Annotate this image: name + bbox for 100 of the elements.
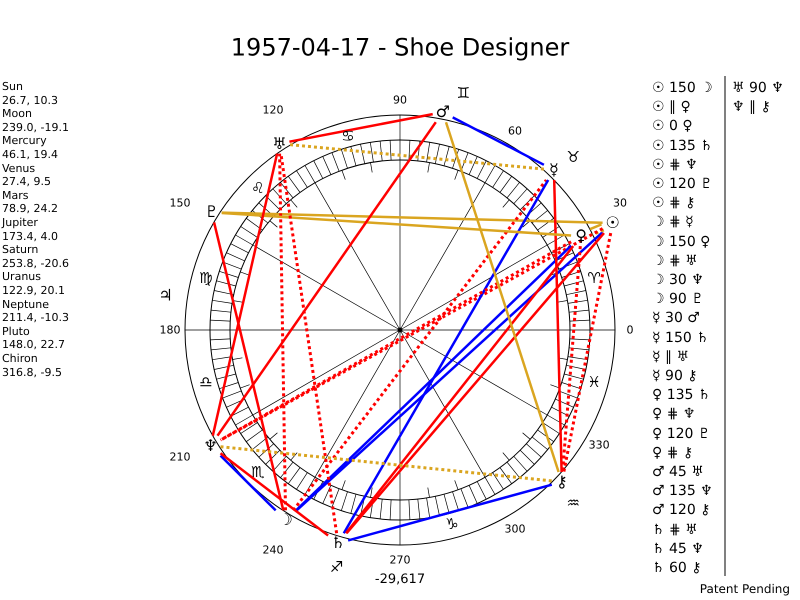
position-value: 239.0, -19.1 <box>2 120 69 134</box>
aspect-entry: ♄ 45 ♆ <box>652 540 704 558</box>
position-value: 26.7, 10.3 <box>2 94 58 107</box>
aspect-entry: ☽ ⋕ ☿ <box>652 214 694 232</box>
aspect-line <box>444 122 560 472</box>
aspect-entry: ☉ 120 ♇ <box>652 176 713 193</box>
aspect-line <box>278 154 287 510</box>
position-value: 46.1, 19.4 <box>2 148 58 161</box>
planet-symbol: ♇ <box>202 203 221 222</box>
chart-value: -29,617 <box>374 572 426 588</box>
footer-note: Patent Pending <box>700 582 790 596</box>
aspect-line <box>552 180 563 472</box>
planet-name: Sun <box>2 80 23 93</box>
aspect-entry: ♄ 60 ⚷ <box>652 560 702 577</box>
planet-name: Mars <box>2 188 28 202</box>
degree-label: 270 <box>390 554 410 566</box>
planet-name: Jupiter <box>2 216 38 229</box>
position-value: 27.4, 9.5 <box>2 175 51 188</box>
planet-symbol: ♆ <box>202 436 220 455</box>
planet-symbol: ☽ <box>276 511 295 530</box>
planet-symbol: ♅ <box>270 134 288 153</box>
planet-symbol: ☉ <box>604 214 622 232</box>
degree-label: 120 <box>262 104 284 117</box>
degree-label: 180 <box>160 324 180 336</box>
zodiac-sign: ♒ <box>566 494 580 512</box>
aspect-entry: ♂ 135 ♆ <box>652 483 713 500</box>
aspect-line <box>212 222 285 511</box>
position-value: 78.9, 24.2 <box>2 202 58 216</box>
aspect-entry: ♂ 45 ♅ <box>652 464 704 481</box>
zodiac-sign: ♓ <box>587 373 601 392</box>
degree-label: 330 <box>588 438 610 452</box>
aspect-entry: ☿ 30 ♂ <box>652 310 700 328</box>
aspect-line <box>561 246 582 472</box>
degree-label: 60 <box>508 124 522 138</box>
aspect-line <box>345 245 574 534</box>
aspect-entry: ☿ 90 ⚷ <box>652 368 698 385</box>
aspect-entry: ☽ 150 ♀ <box>652 234 710 251</box>
aspect-line <box>452 116 544 166</box>
chart-title: 1957-04-17 - Shoe Designer <box>230 34 570 62</box>
aspect-line <box>212 153 278 436</box>
aspect-entry: ☉ ⋕ ⚷ <box>652 195 696 212</box>
position-value: 173.4, 4.0 <box>2 230 58 243</box>
aspect-entry: ☉ 135 ♄ <box>652 138 713 155</box>
zodiac-sign: ♊ <box>456 84 470 102</box>
aspect-entry: ♀ 135 ♄ <box>652 387 710 404</box>
aspect-entry: ☉ 150 ☽ <box>652 80 713 97</box>
zodiac-sign: ♑ <box>445 515 459 534</box>
planet-name: Pluto <box>2 324 30 338</box>
aspect-entry: ♂ 120 ⚷ <box>652 502 710 520</box>
aspect-entry: ☽ 30 ♆ <box>652 272 704 289</box>
zodiac-sign: ♌ <box>251 178 265 197</box>
planet-name: Neptune <box>2 298 50 311</box>
aspect-entry: ♄ ⋕ ♅ <box>652 522 698 539</box>
aspect-entry: ☽ ⋕ ♅ <box>652 252 698 270</box>
position-value: 211.4, -10.3 <box>2 311 69 324</box>
zodiac-sign: ♋ <box>341 126 355 145</box>
aspect-entry: ♀ ⋕ ⚷ <box>652 444 694 462</box>
position-value: 122.9, 20.1 <box>2 284 65 297</box>
degree-label: 30 <box>612 196 627 210</box>
aspect-line <box>292 179 548 512</box>
planet-name: Saturn <box>2 243 38 256</box>
position-value: 316.8, -9.5 <box>2 366 62 379</box>
planet-symbol: ♄ <box>329 534 348 552</box>
aspect-line <box>220 445 552 482</box>
aspect-line <box>342 179 550 534</box>
zodiac-sign: ♎ <box>199 373 213 392</box>
position-value: 148.0, 22.7 <box>2 338 65 352</box>
aspect-entry: ♀ ⋕ ♆ <box>652 406 696 424</box>
zodiac-sign: ♐ <box>330 558 344 576</box>
aspect-entry: ♀ 120 ♇ <box>652 426 710 443</box>
aspect-line <box>348 484 552 542</box>
degree-label: 210 <box>170 450 191 464</box>
zodiac-sign: ♏ <box>251 463 265 482</box>
zodiac-sign: ♈ <box>587 268 601 287</box>
planet-name: Uranus <box>2 270 41 284</box>
planet-symbol: ♃ <box>158 285 173 304</box>
aspect-line <box>220 454 277 512</box>
aspect-line <box>289 143 544 171</box>
planet-symbol: ♀ <box>572 227 590 246</box>
position-value: 253.8, -20.6 <box>2 256 69 270</box>
aspect-entry: ♆ ∥ ⚷ <box>732 99 771 116</box>
degree-label: 90 <box>393 94 407 106</box>
zodiac-sign: ♍ <box>199 268 213 287</box>
degree-label: 300 <box>504 522 526 536</box>
aspect-line <box>222 211 603 224</box>
aspect-line <box>220 452 329 536</box>
planet-symbol: ♂ <box>434 103 452 122</box>
aspect-line <box>592 228 604 236</box>
aspect-line <box>346 232 605 534</box>
aspect-line <box>279 153 338 534</box>
planet-name: Mercury <box>2 134 47 148</box>
aspect-entry: ♅ 90 ♆ <box>732 80 784 97</box>
aspect-line <box>590 223 602 230</box>
aspect-line <box>289 112 433 143</box>
aspect-entry: ☉ ∥ ♀ <box>652 99 691 116</box>
planet-symbol: ⚷ <box>552 472 571 491</box>
aspect-entry: ☿ 150 ♄ <box>652 330 709 347</box>
aspect-line <box>222 212 572 237</box>
planet-name: Moon <box>2 107 32 120</box>
planet-name: Chiron <box>2 352 38 365</box>
